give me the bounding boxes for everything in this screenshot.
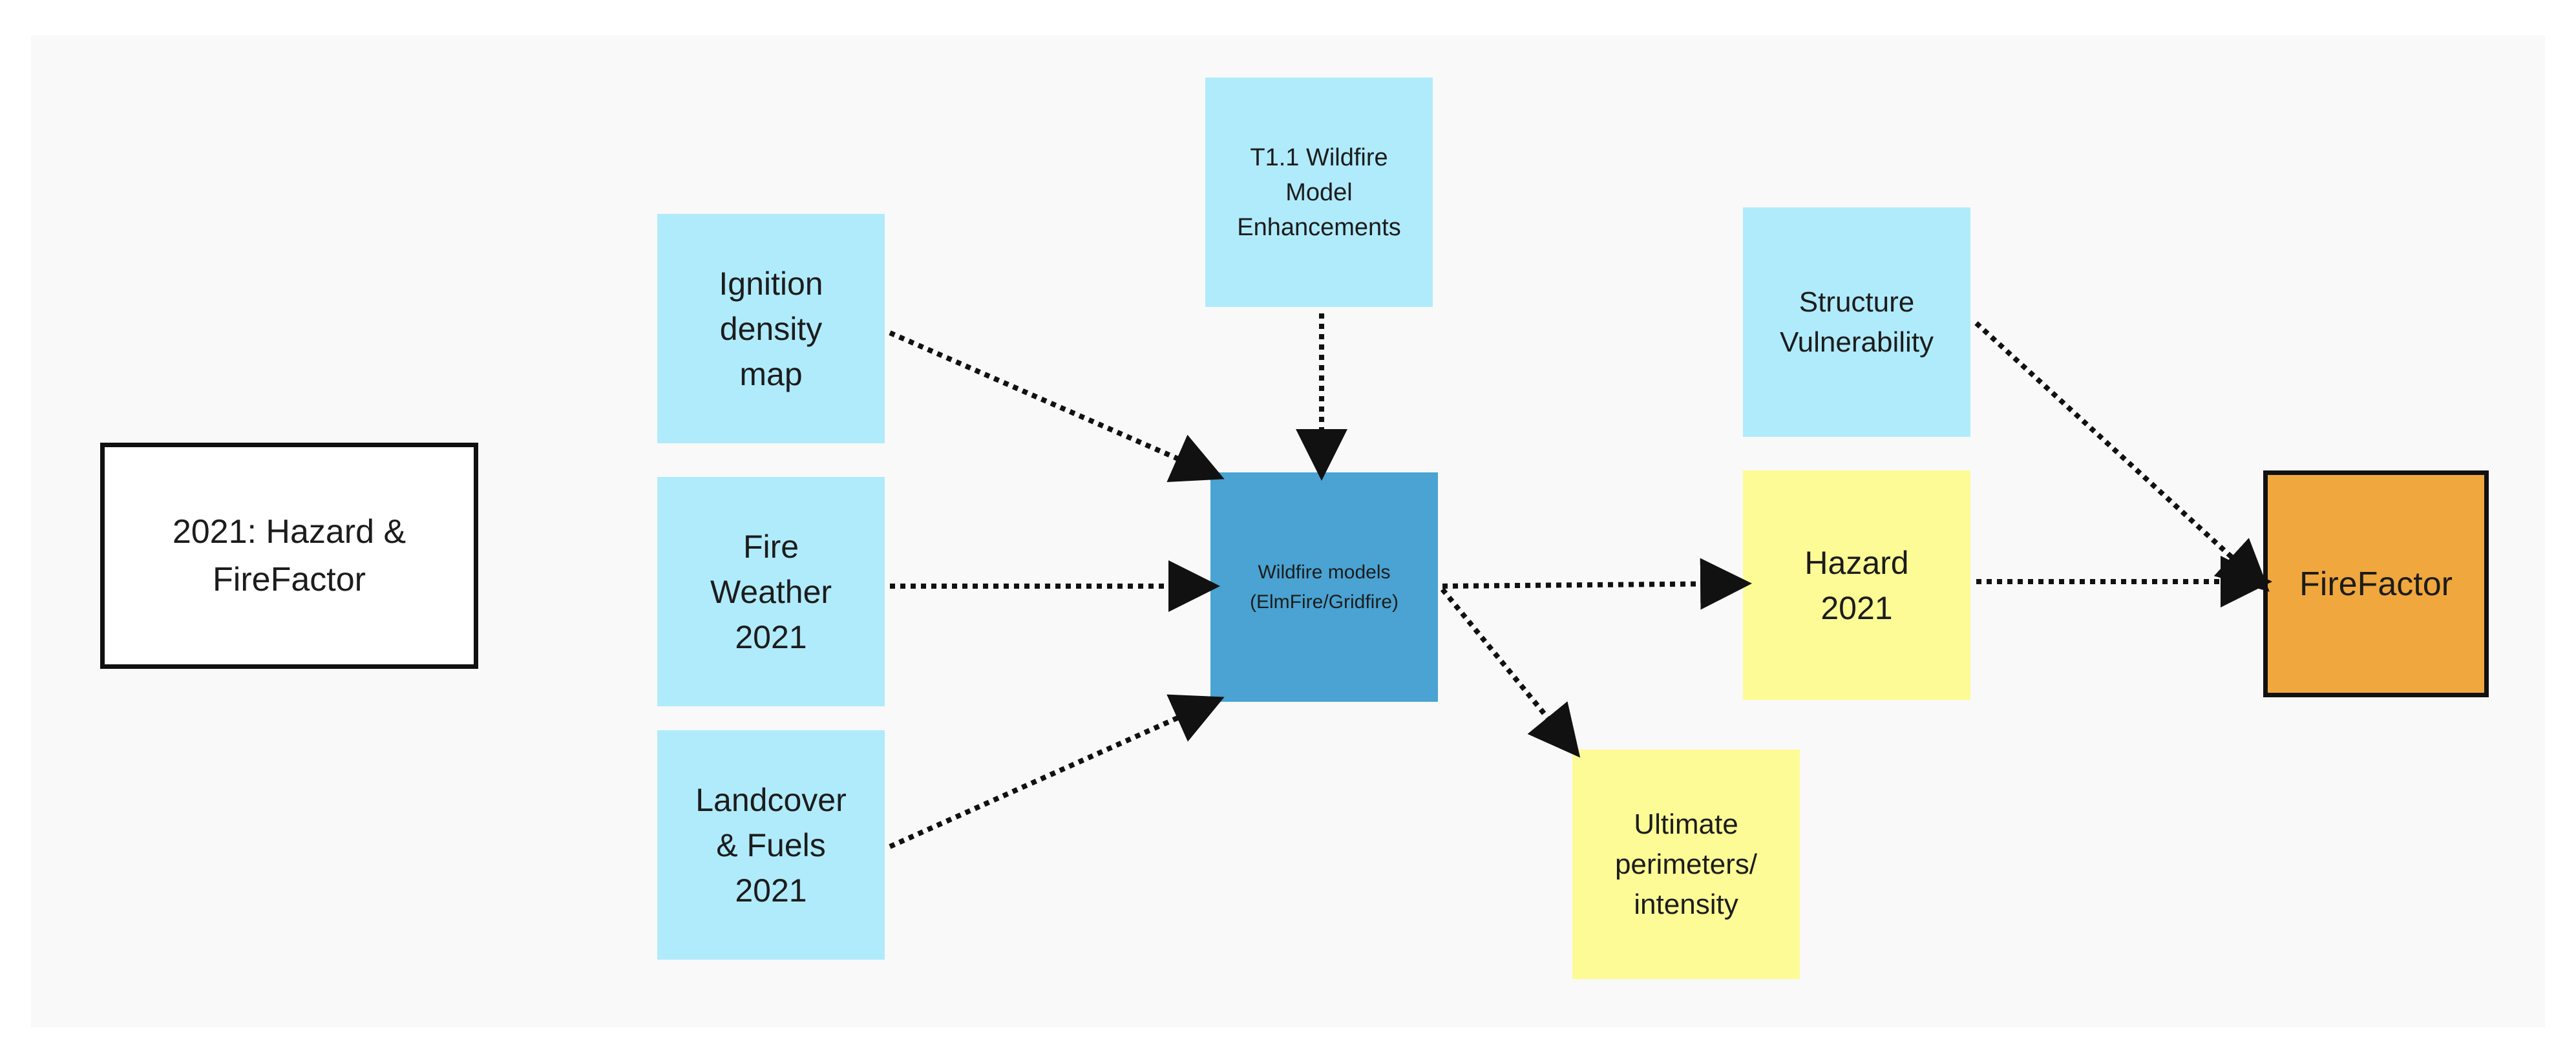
wildfire-models-node[interactable]: Wildfire models (ElmFire/Gridfire) (1210, 472, 1438, 702)
ignition-density-map-node[interactable]: Ignition density map (657, 214, 885, 443)
fire-weather-node[interactable]: Fire Weather 2021 (657, 477, 885, 706)
title-box[interactable]: 2021: Hazard & FireFactor (100, 443, 478, 669)
firefactor-node[interactable]: FireFactor (2263, 470, 2489, 697)
landcover-fuels-node[interactable]: Landcover & Fuels 2021 (657, 730, 885, 960)
ultimate-perimeters-node[interactable]: Ultimate perimeters/ intensity (1572, 750, 1800, 979)
structure-vulnerability-node[interactable]: Structure Vulnerability (1743, 207, 1970, 437)
model-enhancements-node[interactable]: T1.1 Wildfire Model Enhancements (1205, 78, 1433, 307)
hazard-2021-node[interactable]: Hazard 2021 (1743, 470, 1970, 700)
